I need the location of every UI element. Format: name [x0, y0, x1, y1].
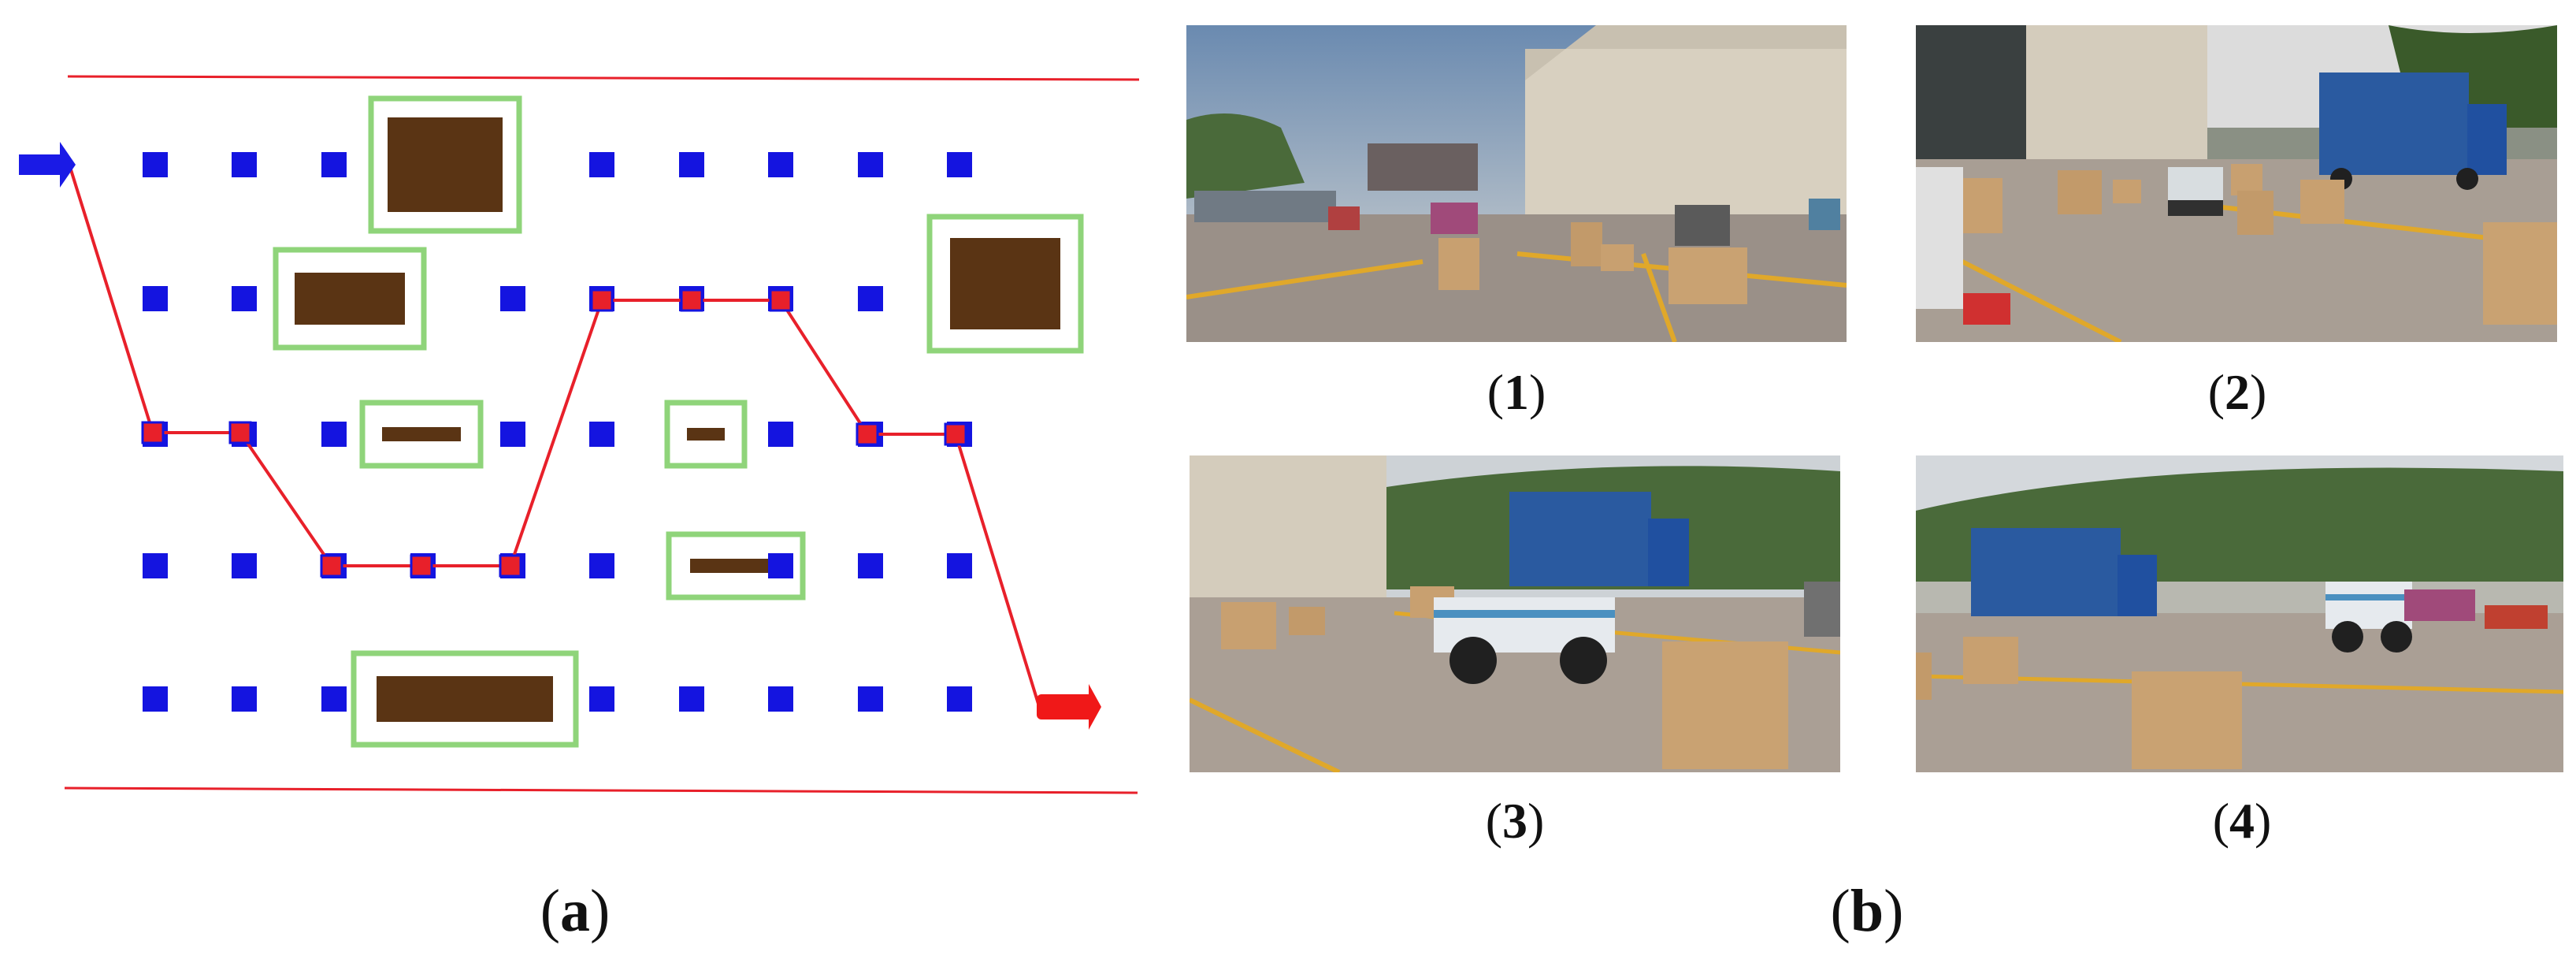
grid-node	[500, 422, 525, 447]
grid-node	[947, 686, 972, 712]
obstacle	[687, 428, 725, 441]
photo-2-caption: (2)	[2207, 364, 2267, 420]
path-node	[141, 421, 165, 444]
obstacle	[377, 676, 553, 722]
grid-node	[589, 686, 614, 712]
grid-node	[589, 152, 614, 177]
grid-node	[858, 553, 883, 578]
grid-node	[679, 152, 704, 177]
photo-4	[1916, 455, 2563, 772]
path-node	[680, 288, 703, 312]
grid-node	[321, 686, 347, 712]
top-boundary-line	[67, 75, 1140, 81]
panel-a-label: (a)	[540, 878, 611, 944]
grid-node	[858, 686, 883, 712]
grid-node	[232, 286, 257, 311]
obstacle	[690, 559, 781, 573]
photo-1-caption: (1)	[1487, 364, 1546, 420]
end-arrow-icon	[1037, 684, 1101, 730]
panel-b-label: (b)	[1830, 878, 1904, 944]
obstacle	[950, 238, 1060, 329]
bottom-boundary-line	[64, 786, 1138, 794]
grid-node	[500, 286, 525, 311]
path-node	[228, 421, 252, 444]
grid-node	[232, 686, 257, 712]
grid-node	[768, 152, 793, 177]
path-node	[499, 554, 522, 578]
path-node	[856, 422, 879, 446]
photo-2	[1916, 25, 2557, 342]
photo-1	[1186, 25, 1847, 342]
photo-3-caption: (3)	[1485, 793, 1545, 849]
photo-3	[1190, 455, 1840, 772]
grid-node	[858, 152, 883, 177]
grid-node	[321, 422, 347, 447]
grid-node	[143, 553, 168, 578]
photo-4-caption: (4)	[2212, 793, 2272, 849]
obstacle	[382, 427, 461, 441]
grid-node	[321, 152, 347, 177]
grid-node	[768, 553, 793, 578]
grid-node	[232, 152, 257, 177]
grid-node	[768, 422, 793, 447]
path-node	[410, 554, 433, 578]
grid-node	[858, 286, 883, 311]
grid-node	[589, 553, 614, 578]
path-node	[590, 288, 614, 312]
grid-node	[768, 686, 793, 712]
planned-path	[68, 164, 1040, 705]
grid-node	[947, 553, 972, 578]
grid-node	[232, 553, 257, 578]
grid-node	[143, 686, 168, 712]
grid-node	[143, 152, 168, 177]
grid-node	[589, 422, 614, 447]
grid-node	[679, 686, 704, 712]
grid-node	[143, 286, 168, 311]
grid-node	[947, 152, 972, 177]
obstacle	[295, 273, 405, 325]
path-node	[944, 422, 967, 446]
path-node	[320, 554, 343, 578]
path-node	[769, 288, 792, 312]
path-planning-diagram	[19, 75, 1140, 794]
start-arrow-icon	[19, 142, 76, 188]
obstacle	[388, 117, 503, 212]
